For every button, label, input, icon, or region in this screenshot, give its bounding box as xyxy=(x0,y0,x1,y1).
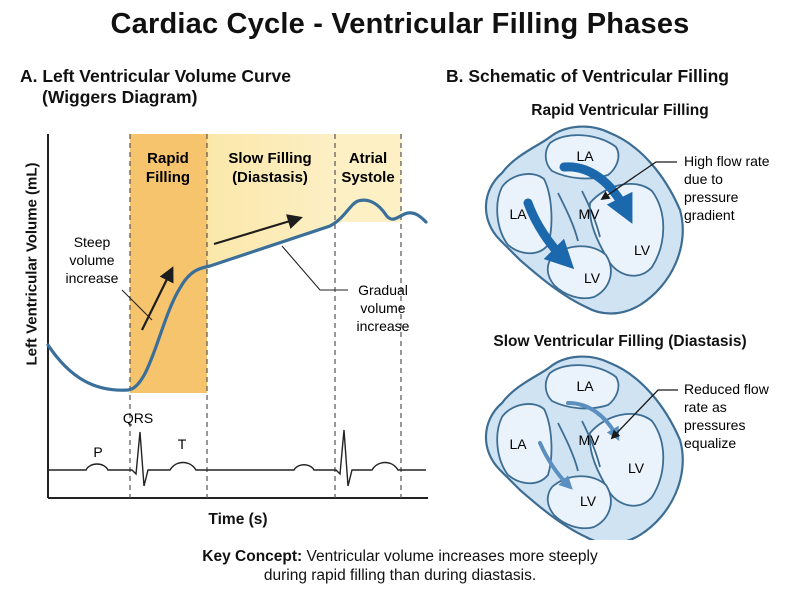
rapid-filling-label: Filling xyxy=(146,169,190,186)
atrial-systole-label: Systole xyxy=(341,169,394,186)
slow-slope-arrow xyxy=(213,214,303,246)
rapid-filling-title: Rapid Ventricular Filling xyxy=(531,102,709,119)
slow-lv-label: LV xyxy=(628,460,645,476)
slow-callout: Reduced flow xyxy=(684,381,770,397)
slow-filling-title: Slow Ventricular Filling (Diastasis) xyxy=(493,333,747,350)
atrial-systole-label: Atrial xyxy=(349,150,387,167)
gradual-annotation: increase xyxy=(357,318,410,334)
key-concept-line2: during rapid filling than during diastas… xyxy=(263,567,537,584)
slow-callout: equalize xyxy=(684,435,736,451)
rapid-callout: due to xyxy=(684,171,723,187)
slow-la-left-label: LA xyxy=(509,436,527,452)
slow-la-label: LA xyxy=(576,378,594,394)
atrial-systole-band xyxy=(335,134,401,222)
rapid-callout: pressure xyxy=(684,189,739,205)
rapid-callout-arrow xyxy=(600,161,677,201)
gradual-annotation: Gradual xyxy=(358,282,408,298)
rapid-la-left-label: LA xyxy=(509,206,527,222)
x-axis-label: Time (s) xyxy=(208,511,268,528)
steep-leader-line xyxy=(121,289,153,321)
page-title: Cardiac Cycle - Ventricular Filling Phas… xyxy=(110,8,690,40)
key-concept: Key Concept: Ventricular volume increase… xyxy=(60,547,740,585)
panel-a-title-line2: (Wiggers Diagram) xyxy=(42,87,198,107)
key-concept-label: Key Concept: xyxy=(202,548,303,565)
steep-annotation: volume xyxy=(69,252,114,268)
key-concept-text1: Ventricular volume increases more steepl… xyxy=(306,548,598,565)
panel-a-title-line1: A. Left Ventricular Volume Curve xyxy=(20,66,291,86)
flow-arrow xyxy=(538,441,573,490)
rapid-slope-arrow xyxy=(141,266,174,331)
steep-annotation: Steep xyxy=(74,234,111,250)
slow-callout: pressures xyxy=(684,417,745,433)
rapid-lv-bottom-label: LV xyxy=(584,270,601,286)
rapid-callout: gradient xyxy=(684,207,735,223)
slow-lv-bottom-label: LV xyxy=(580,493,597,509)
panel-b-title: B. Schematic of Ventricular Filling xyxy=(446,66,729,86)
ecg-p-label: P xyxy=(93,444,102,460)
slow-filling-heart: LA LA MV LV LV xyxy=(484,355,684,540)
slow-filling-label: Slow Filling xyxy=(228,150,311,167)
rapid-lv-label: LV xyxy=(634,242,651,258)
slow-mv-label: MV xyxy=(579,432,601,448)
ecg-t-label: T xyxy=(178,436,187,452)
slow-filling-label: (Diastasis) xyxy=(232,169,308,186)
steep-annotation: increase xyxy=(66,270,119,286)
rapid-callout: High flow rate xyxy=(684,153,770,169)
key-concept-line1: Key Concept: Ventricular volume increase… xyxy=(60,547,740,566)
rapid-filling-label: Rapid xyxy=(147,150,189,167)
rapid-la-label: LA xyxy=(576,148,594,164)
panel-a-title: A. Left Ventricular Volume Curve (Wigger… xyxy=(20,66,380,108)
gradual-leader-line xyxy=(281,245,348,291)
volume-curve-diagram: Rapid Filling Slow Filling (Diastasis) A… xyxy=(46,134,428,499)
rapid-mv-label: MV xyxy=(579,206,601,222)
ecg-qrs-label: QRS xyxy=(123,410,153,426)
lv-volume-curve xyxy=(46,198,428,392)
gradual-annotation: volume xyxy=(360,300,405,316)
ecg-trace xyxy=(48,429,426,487)
rapid-filling-band xyxy=(130,134,207,393)
flow-arrow xyxy=(559,162,633,224)
slow-callout: rate as xyxy=(684,399,727,415)
slow-callout-arrow xyxy=(610,389,678,440)
heart-schematics: LA LA MV LV LV High flow rate due to pre… xyxy=(484,125,770,540)
flow-arrow xyxy=(523,198,575,270)
rapid-filling-heart: LA LA MV LV LV xyxy=(484,125,684,315)
